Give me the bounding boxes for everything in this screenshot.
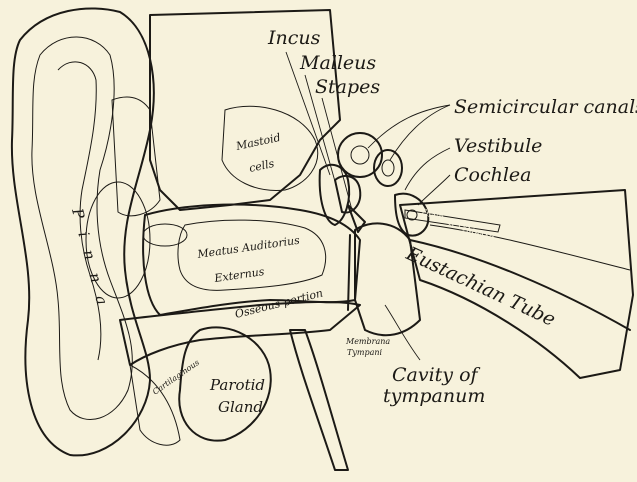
label-eustachian-tube: Eustachian Tube: [402, 242, 559, 331]
inner-ear: [338, 133, 428, 236]
stapes-bone: [348, 205, 365, 232]
label-meatus-line2: Externus: [213, 265, 266, 285]
label-incus: Incus: [267, 27, 321, 49]
label-mastoid: Mastoid: [234, 131, 282, 153]
label-gland: Gland: [218, 398, 263, 416]
label-cells: cells: [248, 157, 276, 175]
tympanic-cavity: [320, 165, 420, 335]
label-membrana-line1: Membrana: [345, 337, 390, 346]
label-meatus-line1: Meatus Auditorius: [196, 234, 301, 261]
label-cavity-line2: tympanum: [383, 385, 485, 407]
label-semicircular-canals: Semicircular canals: [454, 96, 637, 118]
label-malleus: Malleus: [299, 52, 376, 74]
semicircular-canal-1: [338, 133, 382, 177]
label-pinna: Pinna: [68, 205, 115, 320]
label-membrana-line2: Tympani: [347, 348, 382, 357]
label-vestibule: Vestibule: [454, 135, 542, 157]
label-cavity-line1: Cavity of: [392, 364, 481, 386]
label-osseous-portion: Osseous portion: [234, 286, 325, 320]
label-stapes: Stapes: [315, 76, 380, 98]
label-cochlea: Cochlea: [454, 164, 532, 186]
styloid-process: [290, 330, 348, 470]
label-parotid: Parotid: [209, 376, 265, 394]
tympanic-membrane: [348, 235, 350, 310]
label-cartilaginous: Cartilaginous: [151, 358, 201, 397]
external-meatus: [143, 205, 360, 315]
